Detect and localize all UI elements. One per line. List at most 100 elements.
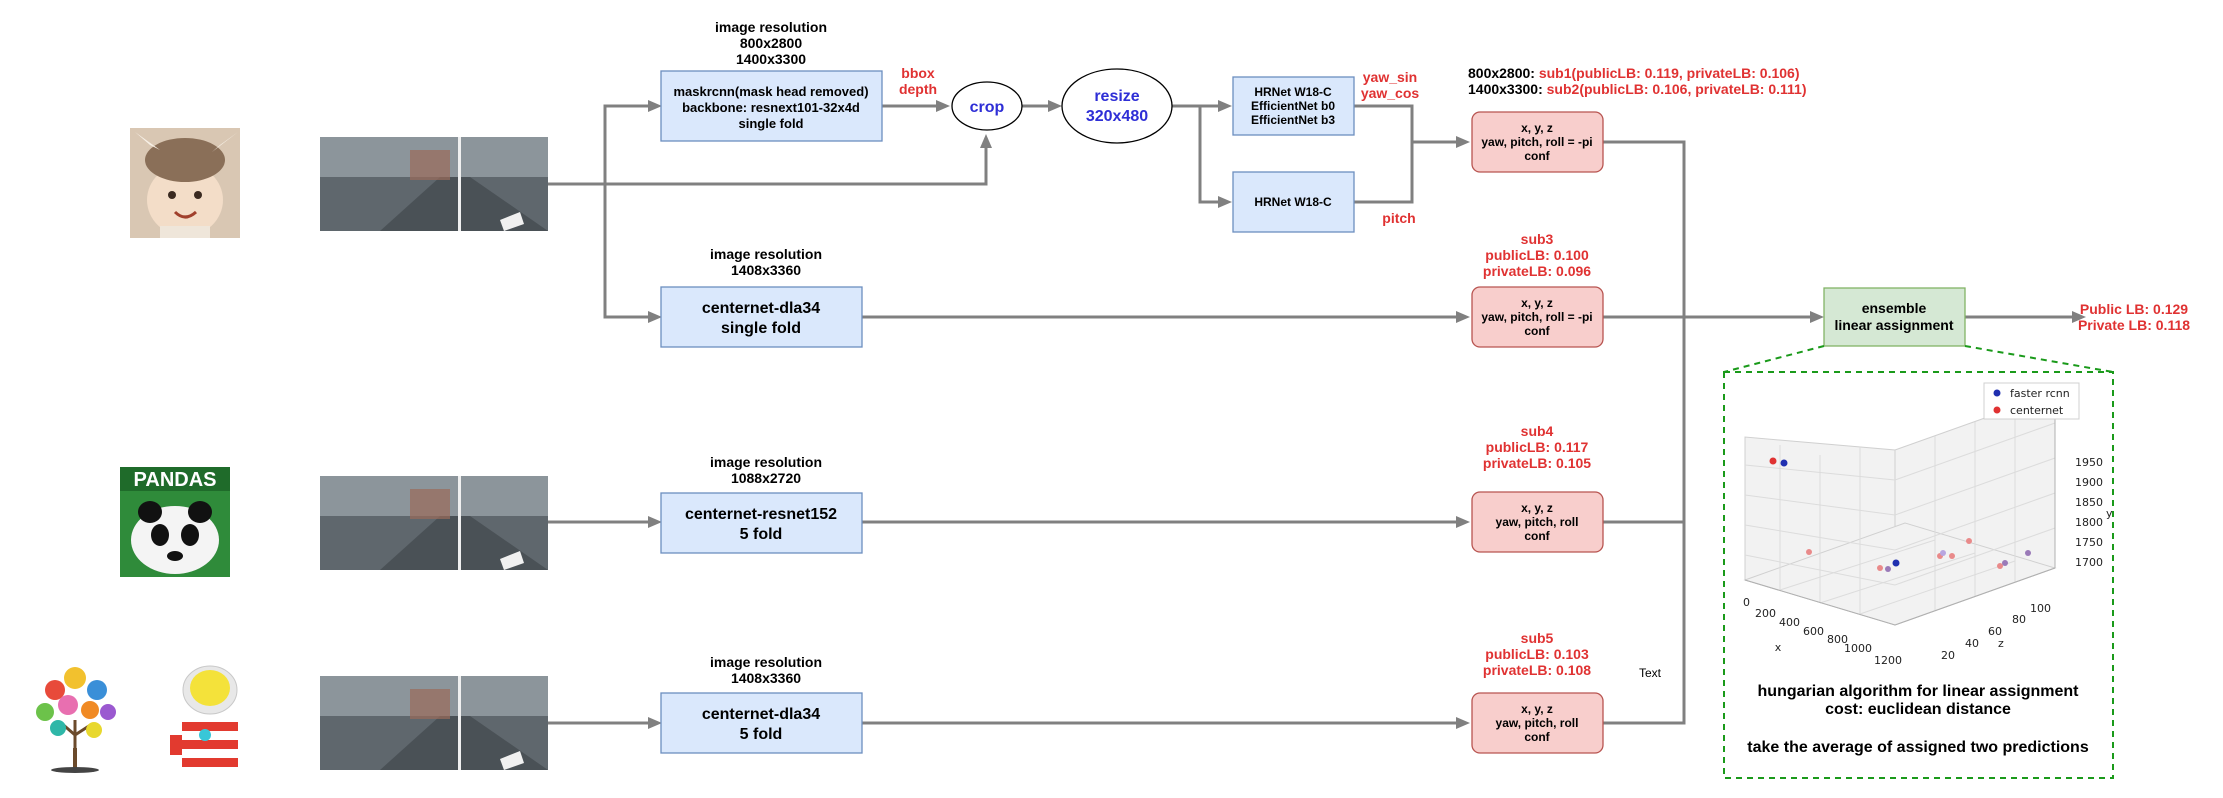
svg-text:5 fold: 5 fold [740,726,783,743]
svg-text:1750: 1750 [2075,536,2103,549]
svg-text:1950: 1950 [2075,456,2103,469]
svg-text:sub4: sub4 [1521,423,1554,439]
inset-frame [1723,371,2114,779]
edges [548,100,2086,729]
flower-tree-icon [36,667,116,773]
svg-text:200: 200 [1755,607,1776,620]
branch3-resolution: image resolution 1088x2720 [710,454,822,486]
callout-lines [1723,345,2114,373]
stray-text-label: Text [1639,666,1662,680]
svg-text:yaw, pitch, roll: yaw, pitch, roll [1496,716,1579,730]
centernet-resnet152-node: centernet-resnet152 5 fold [660,492,863,554]
road-photo-1 [320,137,548,231]
svg-text:yaw, pitch, roll = -pi: yaw, pitch, roll = -pi [1481,310,1592,324]
svg-text:hungarian algorithm for linear: hungarian algorithm for linear assignmen… [1758,683,2080,700]
svg-text:x, y, z: x, y, z [1521,702,1553,716]
robot-mascot-icon [170,665,238,770]
svg-text:400: 400 [1779,616,1800,629]
svg-text:1000: 1000 [1844,642,1872,655]
score-line: 1400x3300: sub2(publicLB: 0.106, private… [1468,81,1807,97]
crop-label: crop [970,99,1005,116]
svg-text:1088x2720: 1088x2720 [731,470,801,486]
sub3-score: sub3 publicLB: 0.100 privateLB: 0.096 [1483,231,1591,279]
svg-text:1850: 1850 [2075,496,2103,509]
road-photo-3 [320,676,548,770]
final-public-lb: Public LB: 0.129 [2080,301,2188,317]
sub1-sub2-scores: 800x2800: sub1(publicLB: 0.119, privateL… [1468,65,1807,97]
maskrcnn-node: maskrcnn(mask head removed) backbone: re… [660,70,883,142]
legend-marker-faster-rcnn [1993,389,2001,397]
legend-label: faster rcnn [2010,387,2070,400]
branch2-resolution: image resolution 1408x3360 [710,246,822,278]
ensemble-node: ensemble linear assignment [1823,287,1966,347]
inset-caption: hungarian algorithm for linear assignmen… [1747,683,2089,756]
legend-marker-centernet [1993,406,2001,414]
svg-text:conf: conf [1524,529,1550,543]
svg-text:centernet-resnet152: centernet-resnet152 [685,506,837,523]
svg-text:x, y, z: x, y, z [1521,121,1553,135]
node-label: backbone: resnext101-32x4d [682,100,860,115]
svg-text:sub5: sub5 [1521,630,1554,646]
yaw-sin-label: yaw_sin [1363,69,1417,85]
svg-text:conf: conf [1524,324,1550,338]
centernet-dla34-single-node: centernet-dla34 single fold [660,286,863,348]
legend-label: centernet [2010,404,2064,417]
svg-text:x, y, z: x, y, z [1521,296,1553,310]
pitch-label: pitch [1382,210,1415,226]
node-label: EfficientNet b0 [1251,99,1335,113]
svg-text:take the average of assigned t: take the average of assigned two predict… [1747,739,2089,756]
svg-text:1200: 1200 [1874,654,1902,667]
svg-text:conf: conf [1524,149,1550,163]
inset-legend: faster rcnn centernet [1983,382,2080,420]
svg-text:1800: 1800 [2075,516,2103,529]
inset-3d-plot [1743,392,2057,626]
svg-text:yaw, pitch, roll = -pi: yaw, pitch, roll = -pi [1481,135,1592,149]
svg-text:1900: 1900 [2075,476,2103,489]
inset-ticks: 0 200 400 600 800 1000 1200 x 1950 1900 … [1743,456,2113,667]
svg-text:conf: conf [1524,730,1550,744]
svg-text:linear assignment: linear assignment [1834,317,1953,333]
output-node-2: x, y, z yaw, pitch, roll = -pi conf [1471,286,1604,348]
svg-text:publicLB: 0.103: publicLB: 0.103 [1485,646,1589,662]
svg-text:PANDAS: PANDAS [134,469,217,491]
svg-text:80: 80 [2012,613,2026,626]
svg-text:60: 60 [1988,625,2002,638]
svg-text:privateLB: 0.108: privateLB: 0.108 [1483,662,1591,678]
yaw-cos-label: yaw_cos [1361,85,1420,101]
pandas-logo-icon: PANDAS [120,467,230,577]
svg-text:1408x3360: 1408x3360 [731,262,801,278]
svg-text:image resolution: image resolution [710,246,822,262]
svg-text:20: 20 [1941,649,1955,662]
score-line: 800x2800: sub1(publicLB: 0.119, privateL… [1468,65,1799,81]
hrnet-node: HRNet W18-C [1232,171,1355,233]
resolution-value: 1400x3300 [736,51,806,67]
node-label: HRNet W18-C [1254,85,1332,99]
resize-value: 320x480 [1086,108,1148,125]
node-label: EfficientNet b3 [1251,113,1335,127]
resize-label: resize [1094,88,1139,105]
svg-text:5 fold: 5 fold [740,526,783,543]
svg-text:0: 0 [1743,596,1750,609]
svg-text:40: 40 [1965,637,1979,650]
svg-text:publicLB: 0.100: publicLB: 0.100 [1485,247,1589,263]
svg-text:image resolution: image resolution [710,654,822,670]
svg-text:centernet-dla34: centernet-dla34 [702,300,820,317]
output-node-4: x, y, z yaw, pitch, roll conf [1471,692,1604,754]
node-label: single fold [739,116,804,131]
svg-text:centernet-dla34: centernet-dla34 [702,706,820,723]
svg-text:800: 800 [1827,633,1848,646]
branch1-resolution: image resolution 800x2800 1400x3300 [715,19,827,67]
final-private-lb: Private LB: 0.118 [2078,317,2190,333]
hrnet-effnet-node: HRNet W18-C EfficientNet b0 EfficientNet… [1232,76,1355,136]
output-node-3: x, y, z yaw, pitch, roll conf [1471,491,1604,553]
svg-text:y: y [2106,507,2113,520]
node-label: HRNet W18-C [1254,195,1332,209]
bbox-label: bbox [901,65,935,81]
svg-text:privateLB: 0.105: privateLB: 0.105 [1483,455,1591,471]
depth-label: depth [899,81,937,97]
crop-node: crop [951,81,1023,131]
resolution-value: 800x2800 [740,35,803,51]
svg-text:publicLB: 0.117: publicLB: 0.117 [1486,439,1589,455]
output-node-1: x, y, z yaw, pitch, roll = -pi conf [1471,111,1604,173]
